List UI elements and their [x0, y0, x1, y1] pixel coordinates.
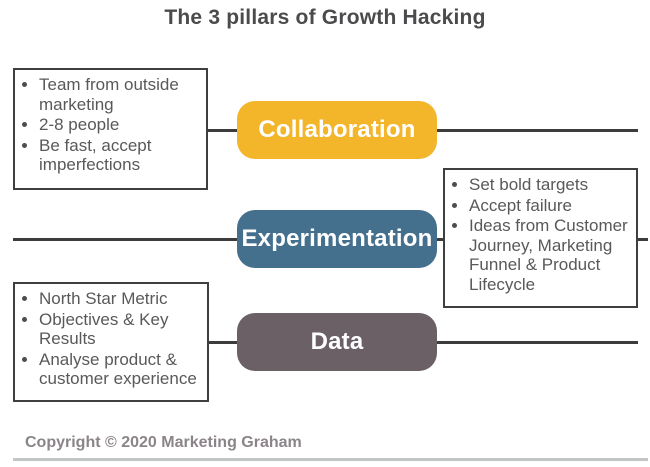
- experimentation-notes-box: Set bold targets Accept failure Ideas fr…: [443, 168, 638, 308]
- bullet-item: 2-8 people: [39, 115, 202, 135]
- pillar-experimentation-label: Experimentation: [241, 225, 433, 252]
- bullet-item: Accept failure: [469, 196, 632, 216]
- collaboration-notes-box: Team from outside marketing 2-8 people B…: [13, 68, 208, 190]
- pillar-experimentation: Experimentation: [237, 210, 437, 268]
- bullet-item: Analyse product & customer experience: [39, 350, 203, 389]
- bullet-item: Ideas from Customer Journey, Marketing F…: [469, 216, 632, 294]
- bullet-item: Objectives & Key Results: [39, 310, 203, 349]
- pillar-data: Data: [237, 313, 437, 371]
- bullet-item: Be fast, accept imperfections: [39, 136, 202, 175]
- data-notes-box: North Star Metric Objectives & Key Resul…: [13, 282, 209, 402]
- experimentation-bullet-list: Set bold targets Accept failure Ideas fr…: [449, 175, 632, 294]
- data-bullet-list: North Star Metric Objectives & Key Resul…: [19, 289, 203, 389]
- collaboration-bullet-list: Team from outside marketing 2-8 people B…: [19, 75, 202, 175]
- diagram-title: The 3 pillars of Growth Hacking: [164, 6, 486, 29]
- copyright-text: Copyright © 2020 Marketing Graham: [25, 434, 302, 451]
- bullet-item: North Star Metric: [39, 289, 203, 309]
- bottom-rule: [13, 458, 648, 461]
- pillar-data-label: Data: [310, 328, 364, 355]
- pillar-collaboration-label: Collaboration: [258, 116, 416, 143]
- pillar-collaboration: Collaboration: [237, 101, 437, 159]
- bullet-item: Team from outside marketing: [39, 75, 202, 114]
- bullet-item: Set bold targets: [469, 175, 632, 195]
